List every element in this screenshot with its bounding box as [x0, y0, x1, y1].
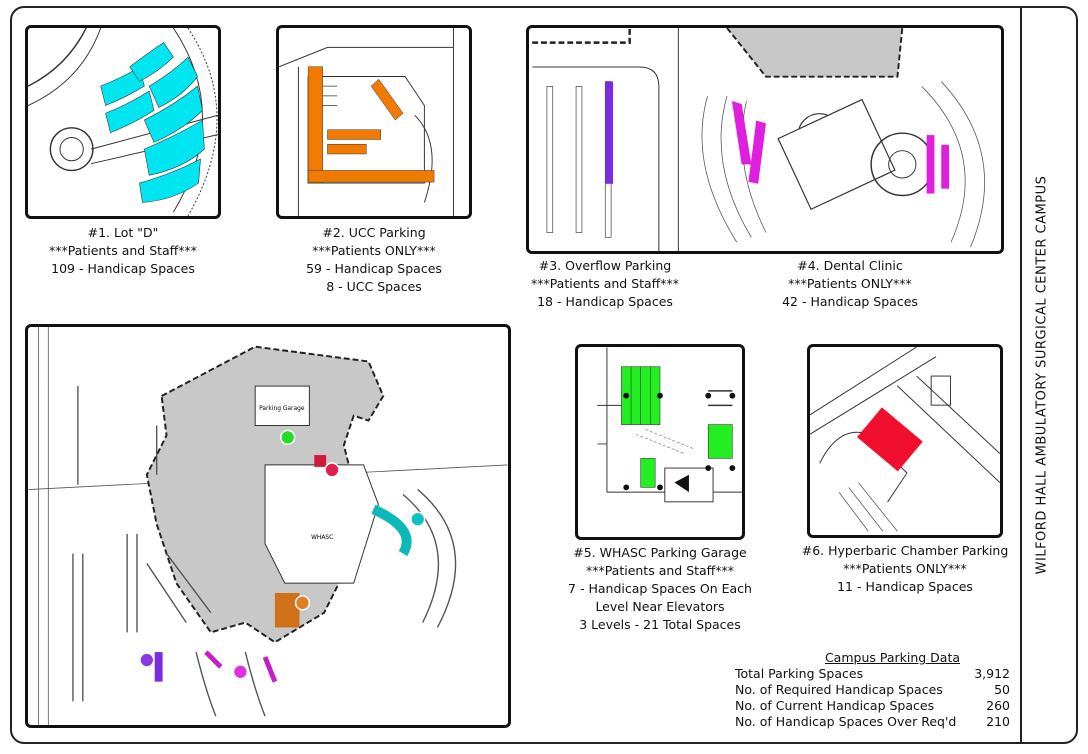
lot-3-handicap-area [605, 81, 614, 184]
stats-row: Total Parking Spaces 3,912 [735, 666, 1010, 682]
lot-1-audience: ***Patients and Staff*** [48, 243, 198, 258]
side-divider [1020, 8, 1022, 742]
lot-6-audience: ***Patients ONLY*** [843, 561, 967, 576]
lot-6-handicap-area [856, 407, 923, 472]
lot-4-spaces: 42 - Handicap Spaces [782, 294, 918, 309]
lot-3-spaces: 18 - Handicap Spaces [537, 294, 673, 309]
lot-5-total: 3 Levels - 21 Total Spaces [579, 617, 741, 632]
lot-2-spaces: 59 - Handicap Spaces [306, 261, 442, 276]
garage-label: Parking Garage [259, 406, 305, 412]
lot-1-map[interactable] [25, 25, 221, 219]
lot-2-drawing [279, 28, 454, 216]
lot-3-audience: ***Patients and Staff*** [530, 276, 680, 291]
stats-value: 50 [994, 682, 1010, 697]
lot-4-caption: #4. Dental Clinic ***Patients ONLY*** 42… [760, 257, 940, 311]
stats-row: No. of Required Handicap Spaces 50 [735, 682, 1010, 698]
lot-1-spaces: 109 - Handicap Spaces [51, 261, 195, 276]
lot-3-rows [546, 81, 612, 238]
lot-6-title: #6. Hyperbaric Chamber Parking [801, 543, 1009, 558]
campus-handicap-areas [154, 455, 412, 683]
building-label: WHASC [311, 535, 333, 541]
lot-5-location: Level Near Elevators [595, 599, 725, 614]
lot-4-rows [701, 81, 986, 248]
lot-3-4-map[interactable] [526, 25, 1004, 254]
stats-label: No. of Current Handicap Spaces [735, 698, 935, 713]
campus-title: WILFORD HALL AMBULATORY SURGICAL CENTER … [1034, 175, 1050, 575]
stats-label: Total Parking Spaces [735, 666, 864, 681]
stats-value: 210 [986, 714, 1010, 729]
lot-4-handicap-area [731, 101, 950, 194]
stats-value: 3,912 [974, 666, 1010, 681]
lot-6-drawing [810, 347, 1000, 532]
campus-overview-map[interactable]: Parking Garage WHASC [25, 324, 511, 728]
lot-6-map[interactable] [807, 344, 1003, 538]
map-frame [10, 6, 1078, 744]
lot-5-title: #5. WHASC Parking Garage [573, 545, 747, 560]
lot-5-drawing [597, 347, 742, 503]
lot-2-title: #2. UCC Parking [322, 225, 426, 240]
lot-6-spaces: 11 - Handicap Spaces [837, 579, 973, 594]
campus-parking-data: Campus Parking Data Total Parking Spaces… [735, 650, 1010, 730]
lot-4-title: #4. Dental Clinic [797, 258, 903, 273]
lot-1-caption: #1. Lot "D" ***Patients and Staff*** 109… [25, 224, 221, 278]
stats-title: Campus Parking Data [824, 650, 961, 665]
campus-lot-markers [139, 429, 426, 680]
stats-value: 260 [986, 698, 1010, 713]
lot-1-drawing [28, 28, 218, 216]
lot-3-caption: #3. Overflow Parking ***Patients and Sta… [520, 257, 690, 311]
lot-6-caption: #6. Hyperbaric Chamber Parking ***Patien… [795, 542, 1015, 596]
lot-1-title: #1. Lot "D" [87, 225, 159, 240]
lot-5-caption: #5. WHASC Parking Garage ***Patients and… [560, 544, 760, 634]
lot-4-audience: ***Patients ONLY*** [788, 276, 912, 291]
stats-row: No. of Current Handicap Spaces 260 [735, 698, 1010, 714]
lot-2-caption: #2. UCC Parking ***Patients ONLY*** 59 -… [276, 224, 472, 296]
lot-5-map[interactable] [575, 344, 745, 540]
campus-drawing: Parking Garage WHASC [28, 327, 508, 725]
lot-5-spaces-per-level: 7 - Handicap Spaces On Each [568, 581, 752, 596]
lot-2-audience: ***Patients ONLY*** [312, 243, 436, 258]
campus-parking-rows [72, 386, 457, 717]
lot-2-map[interactable] [276, 25, 472, 219]
stats-row: No. of Handicap Spaces Over Req'd 210 [735, 714, 1010, 730]
lot-2-ucc-spaces: 8 - UCC Spaces [326, 279, 422, 294]
stats-label: No. of Handicap Spaces Over Req'd [735, 714, 957, 729]
lot-1-handicap-area [100, 42, 205, 203]
lot-3-4-drawing [532, 28, 986, 251]
lot-2-handicap-area [307, 66, 435, 184]
stats-label: No. of Required Handicap Spaces [735, 682, 943, 697]
lot-3-title: #3. Overflow Parking [538, 258, 672, 273]
lot-5-columns [623, 392, 736, 491]
lot-5-audience: ***Patients and Staff*** [585, 563, 735, 578]
